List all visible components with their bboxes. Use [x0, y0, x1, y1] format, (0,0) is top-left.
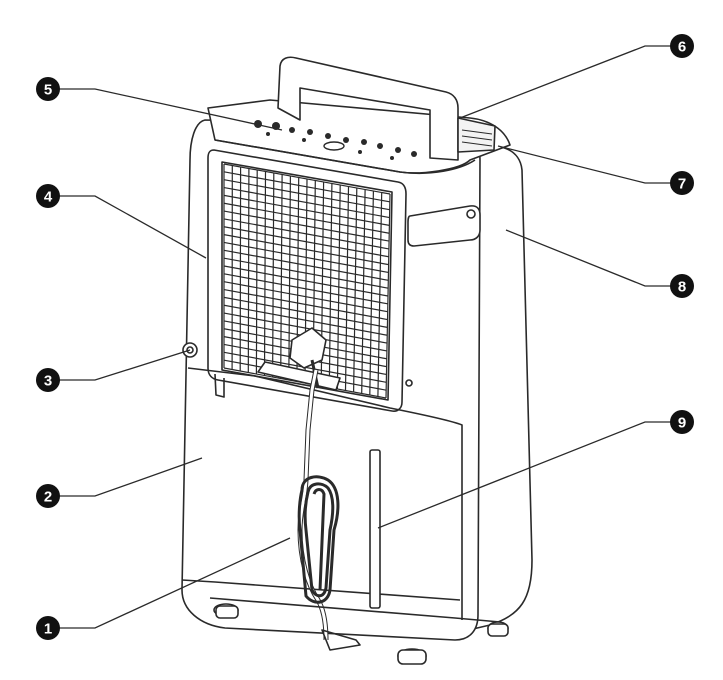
- callout-1: 1: [36, 616, 60, 640]
- callout-number: 1: [44, 621, 52, 638]
- callout-8: 8: [670, 274, 694, 298]
- grille-bar: [223, 234, 389, 266]
- grille-bar: [223, 304, 388, 336]
- grille-bar: [223, 296, 388, 328]
- callout-3: 3: [36, 368, 60, 392]
- water-tank-seam: [187, 367, 463, 620]
- callout-7: 7: [670, 171, 694, 195]
- callout-4: 4: [36, 184, 60, 208]
- callout-badge: [670, 274, 694, 298]
- callout-2: 2: [36, 484, 60, 508]
- side-handle: [407, 205, 481, 247]
- leader-3: [58, 349, 191, 381]
- callout-number: 7: [678, 176, 686, 193]
- grille-bar: [223, 202, 390, 234]
- callout-5: 5: [36, 77, 60, 101]
- callout-number: 4: [44, 189, 53, 206]
- air-filter-grille: [223, 163, 391, 399]
- callout-badge: [36, 184, 60, 208]
- grille-bar: [223, 163, 391, 195]
- grille-bar: [223, 273, 388, 305]
- indicator-dot: [405, 379, 413, 387]
- callout-number: 3: [44, 373, 52, 390]
- grille-bar: [223, 226, 389, 258]
- caster-wheels: [213, 603, 509, 665]
- control-buttons: [254, 120, 417, 160]
- callout-badge: [36, 484, 60, 508]
- leader-5: [58, 88, 283, 131]
- power-plug: [289, 327, 327, 369]
- grille-bar: [223, 218, 390, 250]
- water-level-window: [369, 449, 381, 609]
- grille-bar: [223, 241, 389, 274]
- callout-badge: [36, 368, 60, 392]
- grille-bar: [223, 265, 389, 297]
- leader-lines: [58, 45, 682, 629]
- leader-4: [58, 195, 207, 259]
- grille-bar: [223, 281, 388, 313]
- callouts: 1 2 3 4 5 6 7 8: [36, 34, 694, 640]
- grille-bar: [223, 186, 390, 219]
- callout-number: 9: [678, 415, 686, 432]
- callout-badge: [670, 410, 694, 434]
- leader-7: [497, 145, 682, 184]
- grille-bar: [223, 312, 388, 344]
- deck-vent: [461, 129, 493, 147]
- carry-handle: [277, 56, 459, 161]
- grille-bar: [223, 179, 390, 211]
- grille-bar: [223, 171, 390, 203]
- callout-number: 8: [678, 279, 686, 296]
- callout-badge: [670, 171, 694, 195]
- grille-bar: [223, 249, 389, 281]
- grille-bar: [223, 194, 390, 226]
- callout-number: 2: [44, 489, 52, 506]
- cord-coil: [297, 475, 340, 604]
- grille-bar: [223, 210, 390, 242]
- grille-bar: [223, 288, 388, 321]
- cord-hook: [257, 361, 341, 391]
- dehumidifier-illustration: [181, 56, 533, 665]
- leader-8: [505, 229, 682, 287]
- base: [209, 597, 501, 623]
- callout-badge: [36, 77, 60, 101]
- callout-9: 9: [670, 410, 694, 434]
- callout-badge: [670, 34, 694, 58]
- leader-6: [459, 45, 682, 119]
- callout-6: 6: [670, 34, 694, 58]
- grille-bar: [223, 257, 389, 289]
- leader-2: [58, 457, 203, 497]
- leader-9: [377, 421, 682, 529]
- callout-number: 5: [44, 82, 52, 99]
- callout-number: 6: [678, 39, 686, 56]
- leader-1: [58, 537, 291, 629]
- callout-badge: [36, 616, 60, 640]
